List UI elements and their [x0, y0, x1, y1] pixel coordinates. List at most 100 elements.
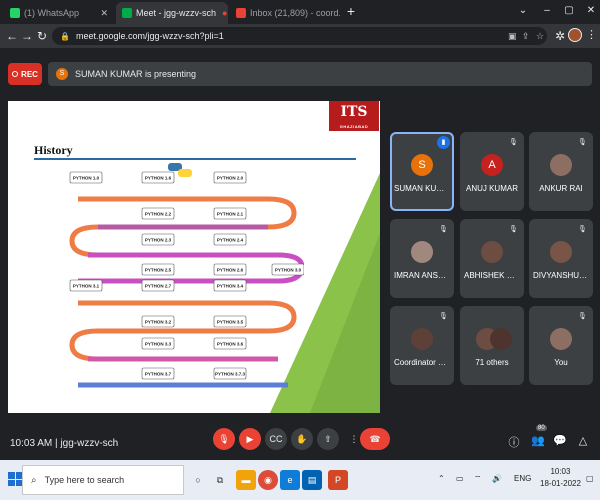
institute-logo: ITS GHAZIABAD: [329, 101, 379, 131]
taskbar-search[interactable]: ⌕ Type here to search: [22, 465, 184, 495]
chat-icon[interactable]: 💬: [553, 435, 567, 447]
captions-button[interactable]: CC: [265, 428, 287, 450]
activities-icon[interactable]: △: [578, 435, 588, 447]
version-label: PYTHON 3.0: [275, 268, 302, 273]
version-node: PYTHON 2.3: [141, 233, 175, 246]
presenter-text: SUMAN KUMAR is presenting: [75, 69, 197, 79]
mic-off-icon: 🎙: [509, 139, 518, 146]
search-icon: ⌕: [31, 474, 37, 486]
cortana-icon[interactable]: ○: [195, 475, 201, 485]
version-label: PYTHON 3.5: [217, 320, 244, 325]
self-tile[interactable]: 🎙 You: [529, 306, 593, 385]
chrome-icon[interactable]: ◉: [258, 470, 278, 490]
new-tab-button[interactable]: +: [346, 3, 356, 19]
volume-icon[interactable]: 🔊: [492, 474, 502, 483]
extensions-icon[interactable]: ✲: [554, 29, 566, 43]
address-toolbar: ← → ↻ 🔒 meet.google.com/jgg-wzzv-sch?pli…: [0, 24, 600, 48]
others-tile[interactable]: 71 others: [460, 306, 524, 385]
version-label: PYTHON 1.0: [73, 176, 100, 181]
browser-menu-icon[interactable]: ⋮: [586, 29, 597, 41]
file-explorer-icon[interactable]: ▬: [236, 470, 256, 490]
participant-tile[interactable]: 🎙 A ANUJ KUMAR: [460, 132, 524, 211]
battery-icon[interactable]: ▭: [456, 474, 464, 483]
address-bar[interactable]: 🔒 meet.google.com/jgg-wzzv-sch?pli=1 ▣ ⇪…: [52, 27, 547, 45]
reload-icon[interactable]: ↻: [36, 29, 48, 43]
mic-off-icon: 🎙: [578, 226, 587, 233]
maximize-icon[interactable]: ▢: [564, 5, 574, 16]
presenter-banner: S SUMAN KUMAR is presenting: [48, 62, 592, 86]
version-node: PYTHON 2.5: [141, 263, 175, 276]
version-node: PYTHON 3.1: [69, 279, 103, 292]
avatar: S: [411, 154, 433, 176]
tab-title: Meet - jgg-wzzv-sch: [136, 8, 217, 18]
tab-title: Inbox (21,809) - coord.mca@its...: [250, 8, 340, 18]
version-node: PYTHON 3.7.3: [213, 367, 247, 380]
participant-tile[interactable]: 🎙 ABHISHEK SHA...: [460, 219, 524, 298]
version-label: PYTHON 3.7.3: [215, 372, 246, 377]
network-icon[interactable]: ⌔: [474, 474, 482, 483]
participant-tile[interactable]: 🎙 Coordinator M...: [390, 306, 454, 385]
python-logo: [168, 163, 192, 177]
participant-tile[interactable]: 🎙 ANKUR RAI: [529, 132, 593, 211]
close-icon[interactable]: ✕: [100, 7, 108, 18]
avatar: [481, 241, 503, 263]
tab-search-icon[interactable]: ⌄: [518, 5, 528, 16]
language-indicator[interactable]: ENG: [514, 474, 532, 483]
share-icon[interactable]: ⇪: [522, 31, 530, 41]
powerpoint-icon[interactable]: P: [328, 470, 348, 490]
close-window-icon[interactable]: ✕: [586, 5, 596, 16]
timeline-band: [69, 300, 297, 362]
slide-title: History: [34, 143, 73, 157]
participant-tile[interactable]: 🎙 IMRAN ANSARI: [390, 219, 454, 298]
people-count-badge: 80: [536, 425, 547, 431]
tab-gmail[interactable]: Inbox (21,809) - coord.mca@its... ✕: [230, 2, 340, 24]
mic-off-icon: 🎙: [578, 139, 587, 146]
store-icon[interactable]: ▤: [302, 470, 322, 490]
close-icon[interactable]: ✕: [227, 8, 228, 19]
people-icon[interactable]: 👥: [531, 435, 545, 447]
mic-off-icon: 🎙: [439, 313, 448, 320]
clock-time: 10:03: [550, 467, 571, 476]
meeting-details-icon[interactable]: ⓘ: [508, 437, 520, 449]
tab-whatsapp[interactable]: (1) WhatsApp ✕: [4, 2, 114, 24]
task-view-icon[interactable]: ⧉: [216, 475, 224, 485]
mic-toggle-button[interactable]: 🎙: [213, 428, 235, 450]
version-label: PYTHON 3.1: [73, 284, 100, 289]
gmail-icon: [236, 8, 246, 18]
recording-badge[interactable]: REC: [8, 63, 42, 85]
tab-meet[interactable]: Meet - jgg-wzzv-sch ● ✕: [116, 2, 228, 24]
lock-icon[interactable]: 🔒: [60, 31, 70, 41]
participant-tile[interactable]: 🎙 DIVYANSHU VE...: [529, 219, 593, 298]
version-node: PYTHON 1.6: [141, 171, 175, 184]
bookmark-star-icon[interactable]: ☆: [536, 31, 545, 41]
back-icon[interactable]: ←: [6, 29, 18, 43]
windows-start-icon[interactable]: [8, 472, 22, 486]
version-label: PYTHON 2.4: [217, 238, 244, 243]
version-node: PYTHON 2.7: [141, 279, 175, 292]
participant-tile[interactable]: ▮ S SUMAN KUMAR: [390, 132, 454, 211]
version-label: PYTHON 2.5: [145, 268, 172, 273]
edge-icon[interactable]: e: [280, 470, 300, 490]
version-node: PYTHON 2.4: [213, 233, 247, 246]
meet-main: REC S SUMAN KUMAR is presenting ITS GHAZ…: [0, 48, 600, 460]
camera-icon[interactable]: ▣: [508, 31, 517, 41]
version-node: PYTHON 3.2: [141, 315, 175, 328]
participant-name: IMRAN ANSARI: [394, 271, 450, 280]
browser-tab-strip: (1) WhatsApp ✕ Meet - jgg-wzzv-sch ● ✕ I…: [0, 0, 600, 24]
profile-avatar[interactable]: [568, 28, 582, 42]
raise-hand-button[interactable]: ✋: [291, 428, 313, 450]
more-options-button[interactable]: ⋮: [349, 434, 359, 444]
tray-chevron-icon[interactable]: ⌃: [438, 474, 445, 483]
present-button[interactable]: ⇧: [317, 428, 339, 450]
minimize-icon[interactable]: –: [544, 5, 550, 16]
record-icon: [12, 71, 19, 77]
version-label: PYTHON 1.6: [145, 176, 172, 181]
camera-toggle-button[interactable]: ▶: [239, 428, 261, 450]
notifications-icon[interactable]: ▢: [586, 474, 594, 483]
timeline-band: [78, 252, 304, 284]
forward-icon[interactable]: →: [21, 29, 33, 43]
speaking-icon: ▮: [437, 136, 450, 149]
taskbar-clock[interactable]: 10:03 18-01-2022: [540, 466, 581, 490]
leave-call-button[interactable]: ☎: [360, 428, 390, 450]
